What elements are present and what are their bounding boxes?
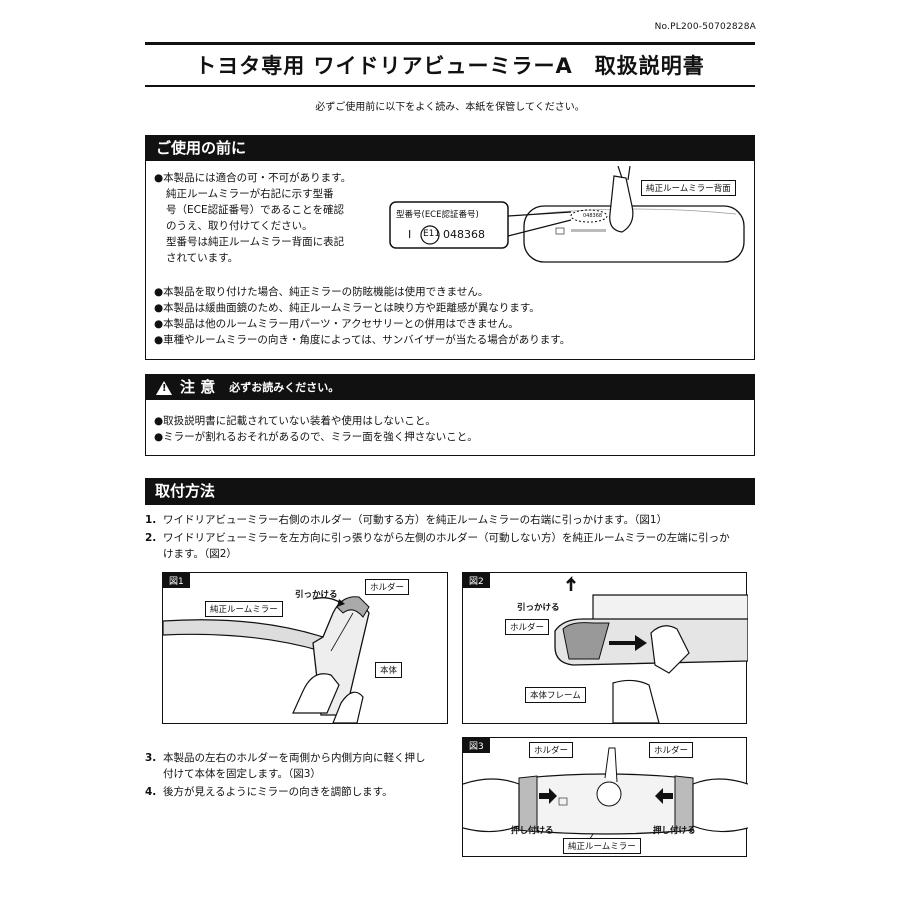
before-use-panel: ご使用の前に ●本製品には適合の可・不可があります。 純正ルームミラーが右記に示… [145, 135, 755, 360]
ece-mark: E11 [423, 229, 441, 239]
fig3-holder-left-label: ホルダー [529, 742, 574, 758]
notice-item: ●本製品を取り付けた場合、純正ミラーの防眩機能は使用できません。 [154, 286, 489, 298]
intro-text: 必ずご使用前に以下をよく読み、本紙を保管してください。 [315, 102, 585, 113]
install-step: 3. 本製品の左右のホルダーを両側から内側方向に軽く押し付けて本体を固定します。… [145, 752, 426, 780]
title-rule-bottom [145, 85, 755, 87]
fig3-mirror-label: 純正ルームミラー [563, 838, 641, 854]
compatibility-line: のうえ、取り付けてください。 [166, 220, 313, 232]
ece-figure: 型番号(ECE認証番号) I E11 048368 048368 純正ルームミラ… [386, 166, 746, 276]
install-steps-top: 1. ワイドリアビューミラー右側のホルダー（可動する方）を純正ルームミラーの右端… [145, 512, 755, 562]
before-use-list: ●本製品を取り付けた場合、純正ミラーの防眩機能は使用できません。 ●本製品は緩曲… [154, 284, 570, 348]
compatibility-note: ●本製品には適合の可・不可があります。 純正ルームミラーが右記に示す型番 号（E… [154, 170, 384, 266]
document-number: No.PL200-50702828A [654, 22, 756, 32]
caution-subheading: 必ずお読みください。 [229, 381, 340, 394]
figure-2-illustration [554, 575, 748, 724]
fig1-mirror-label: 純正ルームミラー [205, 601, 283, 617]
fig1-holder-label: ホルダー [365, 579, 410, 595]
callout-number: 048368 [443, 228, 485, 241]
caution-heading: 注 意 [180, 378, 216, 396]
before-use-heading: ご使用の前に [146, 136, 754, 161]
install-step: 1. ワイドリアビューミラー右側のホルダー（可動する方）を純正ルームミラーの右端… [145, 514, 668, 526]
compatibility-line: 純正ルームミラーが右記に示す型番 [166, 188, 334, 200]
install-step: 2. ワイドリアビューミラーを左方向に引っ張りながら左側のホルダー（可動しない方… [145, 532, 730, 560]
callout-prefix: I [408, 228, 412, 241]
fig2-holder-label: ホルダー [505, 619, 550, 635]
notice-item: ●車種やルームミラーの向き・角度によっては、サンバイザーが当たる場合があります。 [154, 334, 571, 346]
figure-1-tag: 図1 [163, 573, 190, 588]
warning-triangle-icon: ! [156, 380, 172, 395]
callout-title: 型番号(ECE認証番号) [396, 210, 479, 220]
figure-3-tag: 図3 [463, 738, 490, 753]
compatibility-line: ●本製品には適合の可・不可があります。 [154, 172, 352, 184]
fig3-holder-right-label: ホルダー [649, 742, 694, 758]
install-steps-bottom: 3. 本製品の左右のホルダーを両側から内側方向に軽く押し付けて本体を固定します。… [145, 750, 755, 800]
notice-item: ●本製品は他のルームミラー用パーツ・アクセサリーとの併用はできません。 [154, 318, 519, 330]
compatibility-line: 型番号は純正ルームミラー背面に表記 [166, 236, 345, 248]
title-rule-top [145, 42, 755, 45]
compatibility-line: されています。 [166, 252, 239, 264]
fig1-body-label: 本体 [375, 662, 403, 678]
mirror-back-illustration [389, 166, 745, 263]
caution-header: ! 注 意 必ずお読みください。 [146, 375, 754, 400]
notice-item: ●本製品は緩曲面鏡のため、純正ルームミラーとは映り方や距離感が異なります。 [154, 302, 540, 314]
mirror-back-label: 純正ルームミラー背面 [641, 180, 736, 196]
fig2-frame-label: 本体フレーム [525, 687, 586, 703]
caution-item: ●ミラーが割れるおそれがあるので、ミラー面を強く押さないこと。 [154, 431, 478, 443]
fig3-press-right-label: 押し付ける [653, 826, 696, 836]
figure-2: 図2 引っかける ホルダー 本体フレーム [462, 572, 748, 724]
fig3-press-left-label: 押し付ける [511, 826, 554, 836]
figure-1: 図1 引っかける ホルダー 純正ルームミラー 本体 [162, 572, 448, 724]
figure-1-illustration [163, 596, 370, 724]
fig2-hook-label: 引っかける [517, 603, 560, 613]
compatibility-line: 号（ECE認証番号）であることを確認 [166, 204, 344, 216]
figure-3: 図3 ホルダー ホルダー 押し付ける 押し付ける 純正ルームミラー [462, 737, 748, 857]
install-heading-bar: 取付方法 [145, 478, 755, 505]
small-ece-mark: 048368 [583, 213, 603, 219]
figure-3-illustration [463, 747, 748, 851]
caution-list: ●取扱説明書に記載されていない装着や使用はしないこと。 ●ミラーが割れるおそれが… [154, 413, 478, 445]
page-title: トヨタ専用 ワイドリアビューミラーA 取扱説明書 [195, 54, 705, 78]
caution-item: ●取扱説明書に記載されていない装着や使用はしないこと。 [154, 415, 436, 427]
figure-2-tag: 図2 [463, 573, 490, 588]
fig1-hook-label: 引っかける [295, 590, 338, 600]
install-step: 4. 後方が見えるようにミラーの向きを調節します。 [145, 786, 393, 798]
caution-panel: ! 注 意 必ずお読みください。 ●取扱説明書に記載されていない装着や使用はしな… [145, 374, 755, 456]
install-heading: 取付方法 [145, 478, 755, 505]
